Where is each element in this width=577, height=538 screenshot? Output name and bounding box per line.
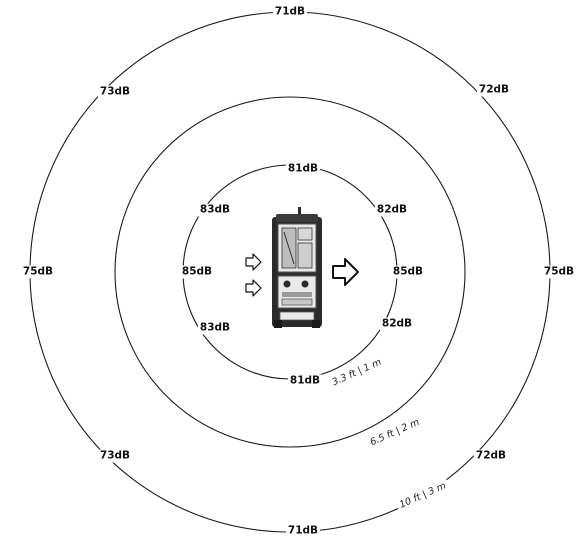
intake-arrow-icon-lower [245, 279, 262, 297]
inner-right-db-label: 85dB [390, 265, 426, 279]
generator-unit-icon [272, 207, 322, 328]
outer-bottom-right-db-label: 72dB [473, 449, 509, 463]
inner-bottom-left-db-label: 83dB [197, 321, 233, 335]
outer-left-db-label: 75dB [20, 265, 56, 279]
outer-top-db-label: 71dB [272, 5, 308, 19]
middle-ring-6-5ft [114, 96, 466, 448]
inner-left-db-label: 85dB [179, 265, 215, 279]
outer-bottom-left-db-label: 73dB [97, 449, 133, 463]
outer-bottom-db-label: 71dB [285, 524, 321, 538]
outer-right-db-label: 75dB [541, 265, 577, 279]
inner-bottom-right-db-label: 82dB [379, 317, 415, 331]
inner-top-left-db-label: 83dB [197, 203, 233, 217]
inner-bottom-db-label: 81dB [287, 374, 323, 388]
inner-top-right-db-label: 82dB [374, 203, 410, 217]
outer-top-left-db-label: 73dB [97, 85, 133, 99]
outer-top-right-db-label: 72dB [476, 83, 512, 97]
intake-arrow-icon-upper [245, 253, 262, 271]
exhaust-arrow-icon [332, 258, 359, 286]
inner-top-db-label: 81dB [285, 162, 321, 176]
